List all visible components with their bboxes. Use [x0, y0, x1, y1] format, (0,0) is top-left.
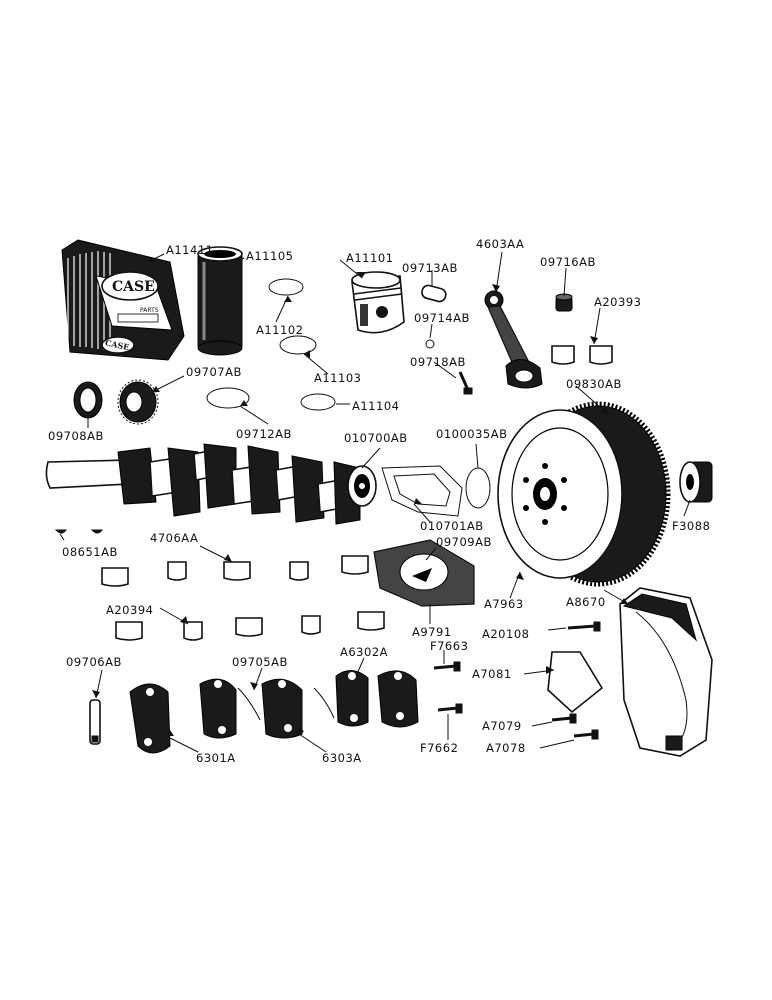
label-a11104: A11104 — [352, 399, 399, 413]
label-09709ab: 09709AB — [436, 535, 492, 549]
piston-ring-a11103 — [279, 335, 317, 355]
label-a11411: A11411 — [166, 243, 213, 257]
dowel-pin — [89, 699, 101, 745]
label-a20394: A20394 — [106, 603, 153, 617]
label-09718ab: 09718AB — [410, 355, 466, 369]
seal-retainer-plate — [373, 539, 475, 607]
inspection-cover — [547, 651, 604, 714]
box-sub-text: PARTS — [140, 307, 159, 314]
label-a20393: A20393 — [594, 295, 641, 309]
label-a11102: A11102 — [256, 323, 303, 337]
label-a7078: A7078 — [486, 741, 526, 755]
label-a7081: A7081 — [472, 667, 512, 681]
main-bearings-lower — [115, 611, 385, 641]
label-f7662: F7662 — [420, 741, 458, 755]
box-brand-text: CASE — [112, 279, 155, 295]
rod-bushing — [555, 293, 573, 312]
connecting-rod — [484, 290, 543, 389]
flywheel-housing — [619, 587, 713, 757]
label-010701ab: 010701AB — [420, 519, 484, 533]
parts-box: CASE PARTS CASE — [61, 239, 185, 361]
crankshaft — [45, 443, 377, 525]
crank-gear — [117, 379, 159, 425]
label-09712ab: 09712AB — [236, 427, 292, 441]
label-a7079: A7079 — [482, 719, 522, 733]
cylinder-sleeve — [197, 246, 243, 356]
main-cap-rear — [377, 670, 419, 728]
label-09705ab: 09705AB — [232, 655, 288, 669]
label-6303a: 6303A — [322, 751, 362, 765]
rod-bolt — [458, 371, 473, 395]
box-side-brand-text: CASE — [104, 337, 130, 352]
main-cap-6301a — [129, 683, 171, 754]
label-a20108: A20108 — [482, 627, 529, 641]
flywheel — [497, 401, 671, 587]
label-4603aa: 4603AA — [476, 237, 524, 251]
bolt-a20108 — [567, 621, 601, 632]
label-6301a: 6301A — [196, 751, 236, 765]
piston-ring-a11104 — [300, 393, 336, 411]
main-cap-a6302a — [335, 670, 369, 727]
label-010700ab: 010700AB — [344, 431, 408, 445]
bolt-a7079 — [551, 713, 577, 724]
crank-seal — [73, 381, 103, 419]
label-09708ab: 09708AB — [48, 429, 104, 443]
main-cap-a — [199, 678, 237, 739]
label-a9791: A9791 — [412, 625, 452, 639]
label-f3088: F3088 — [672, 519, 710, 533]
label-a11101: A11101 — [346, 251, 393, 265]
label-08651ab: 08651AB — [62, 545, 118, 559]
woodruff-keys — [54, 529, 103, 534]
label-a6302a: A6302A — [340, 645, 388, 659]
leader-arrowheads — [92, 257, 628, 736]
bolt-a7078 — [573, 729, 599, 740]
label-f7663: F7663 — [430, 639, 468, 653]
label-09714ab: 09714AB — [414, 311, 470, 325]
label-09707ab: 09707AB — [186, 365, 242, 379]
label-a11103: A11103 — [314, 371, 361, 385]
label-a7963: A7963 — [484, 597, 524, 611]
piston-ring-a11102 — [268, 278, 304, 296]
label-09716ab: 09716AB — [540, 255, 596, 269]
piston-ring-09712ab — [206, 387, 250, 409]
label-4706aa: 4706AA — [150, 531, 198, 545]
thrust-washers — [237, 687, 335, 721]
pin-retainer — [425, 339, 435, 349]
flywheel-seal-ring — [465, 467, 491, 509]
piston-pin — [421, 284, 447, 303]
rod-bearing-halves — [551, 345, 613, 365]
label-09830ab: 09830AB — [566, 377, 622, 391]
part-labels: A11411 A11105 A11101 09713AB 4603AA 0971… — [48, 237, 710, 765]
label-09706ab: 09706AB — [66, 655, 122, 669]
bolt-f7663 — [433, 661, 461, 672]
label-09713ab: 09713AB — [402, 261, 458, 275]
label-a8670: A8670 — [566, 595, 606, 609]
label-a11105: A11105 — [246, 249, 293, 263]
label-0100035ab: 0100035AB — [436, 427, 507, 441]
bolt-f7662 — [437, 703, 463, 714]
piston — [351, 271, 405, 334]
main-bearings-upper — [101, 555, 369, 587]
main-cap-6303a — [261, 678, 303, 739]
rear-gasket — [381, 465, 463, 517]
flywheel-hub — [679, 461, 713, 503]
